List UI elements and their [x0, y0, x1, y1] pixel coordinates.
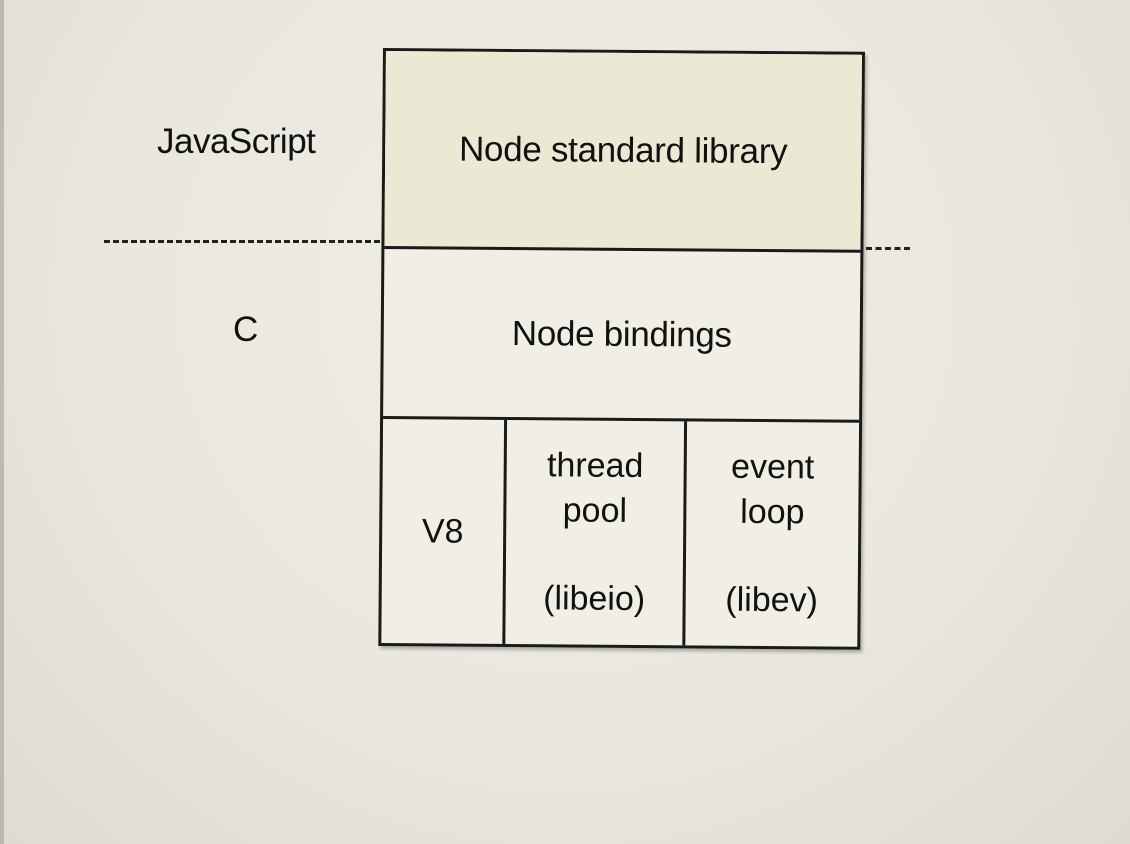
event-loop-component: event loop (libev)	[685, 421, 859, 646]
c-layer-label: C	[233, 310, 258, 349]
thread-pool-line1: thread	[546, 445, 644, 485]
thread-pool-impl: (libeio)	[542, 579, 646, 619]
node-bindings-layer: Node bindings	[383, 249, 861, 423]
v8-label: V8	[421, 511, 464, 551]
slide-left-edge	[0, 0, 4, 844]
v8-component: V8	[381, 419, 508, 644]
node-bindings-label: Node bindings	[511, 313, 732, 355]
javascript-layer-label: JavaScript	[157, 122, 316, 161]
node-architecture-stack: Node standard library Node bindings V8 t…	[378, 48, 865, 650]
language-boundary-line-left	[104, 240, 380, 243]
event-loop-line1: event	[730, 447, 815, 487]
thread-pool-component: thread pool (libeio)	[505, 419, 688, 646]
runtime-components-row: V8 thread pool (libeio) event loop (libe…	[381, 419, 859, 647]
thread-pool-line2: pool	[562, 490, 628, 530]
node-standard-library-label: Node standard library	[458, 129, 788, 171]
event-loop-line2: loop	[740, 492, 805, 531]
node-standard-library-layer: Node standard library	[384, 51, 862, 253]
language-boundary-line-right	[866, 247, 910, 250]
event-loop-impl: (libev)	[725, 581, 819, 620]
